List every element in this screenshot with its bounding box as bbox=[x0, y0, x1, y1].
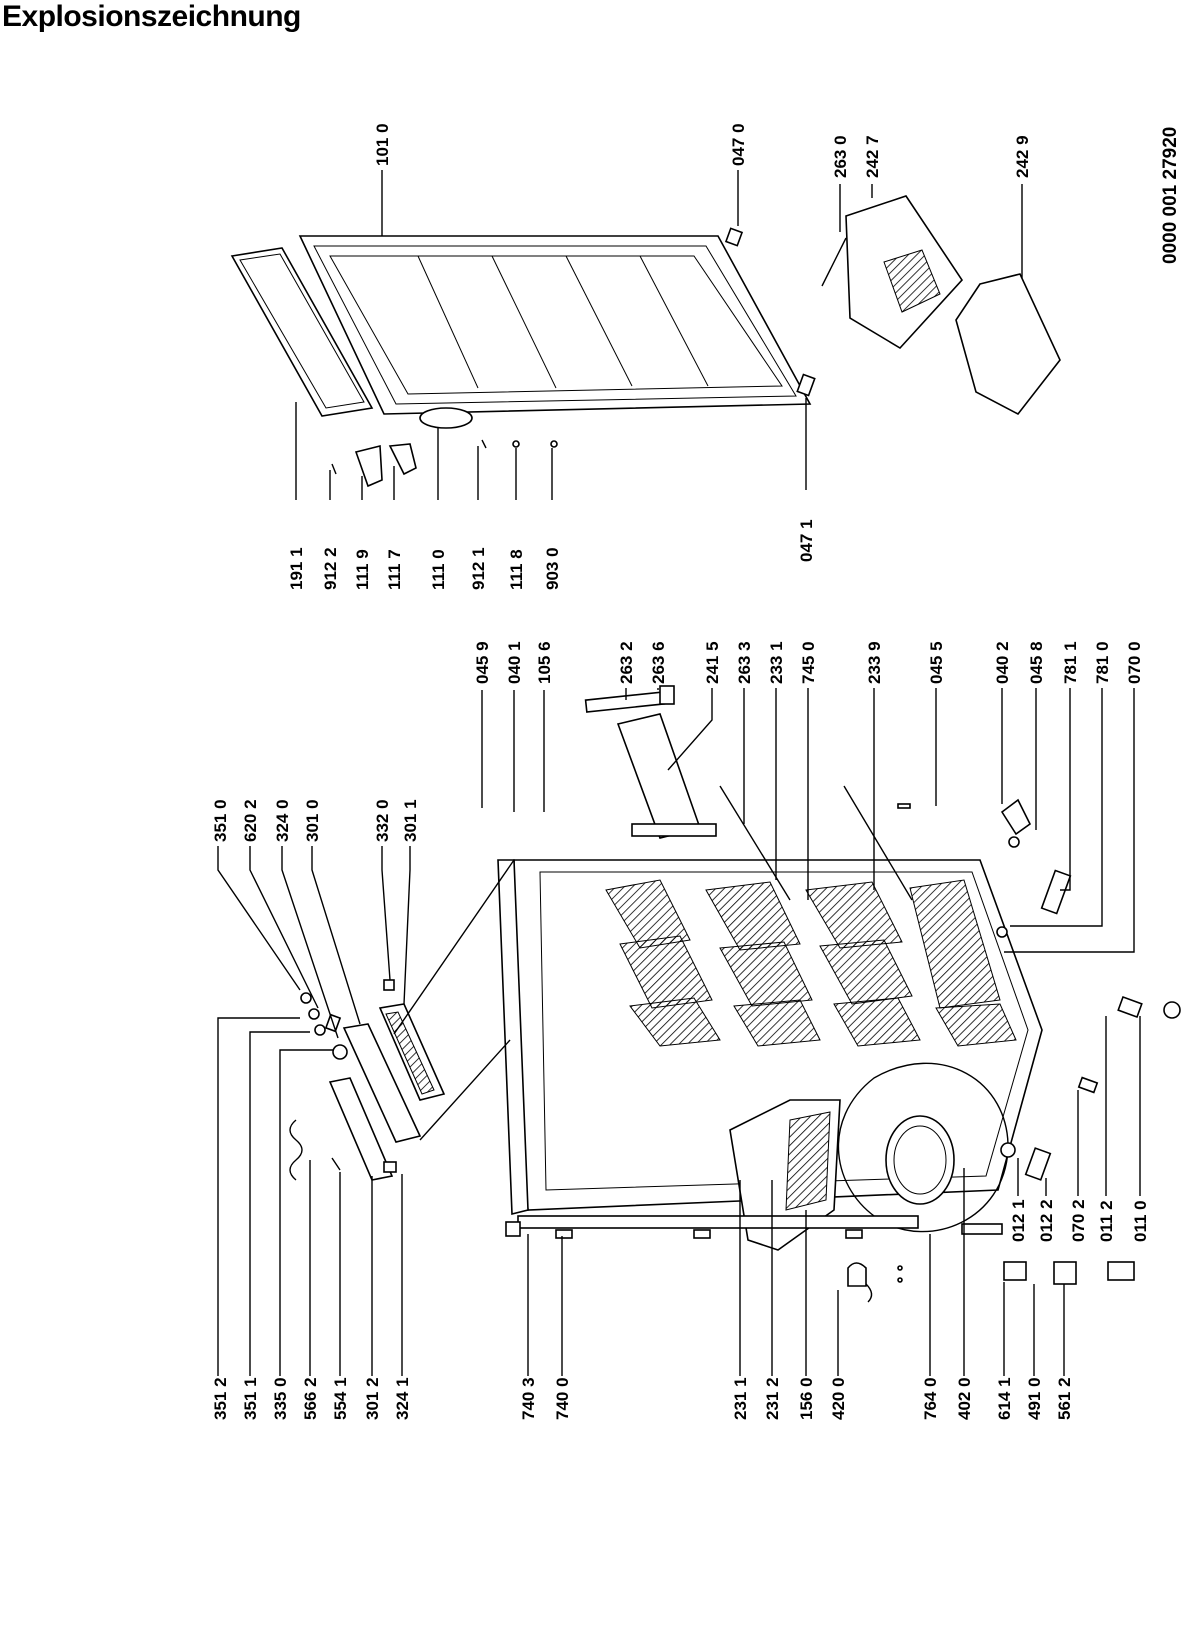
part-label: 912 2 bbox=[321, 547, 340, 590]
control-panel-cover bbox=[342, 1023, 422, 1143]
part-label: 420 0 bbox=[829, 1377, 848, 1420]
part-label: 191 1 bbox=[287, 547, 306, 590]
part-label: 263 6 bbox=[649, 641, 668, 684]
cabinet-body bbox=[497, 859, 1043, 1251]
part-label: 263 0 bbox=[831, 135, 850, 178]
bottom-small-parts bbox=[847, 1261, 1135, 1303]
part-label: 301 1 bbox=[401, 799, 420, 842]
handle-cover-left bbox=[354, 444, 383, 488]
part-label: 324 0 bbox=[273, 799, 292, 842]
part-label: 242 7 bbox=[863, 135, 882, 178]
part-label: 011 0 bbox=[1131, 1200, 1150, 1242]
part-label: 781 1 bbox=[1061, 641, 1080, 684]
part-label: 351 1 bbox=[241, 1377, 260, 1420]
part-label: 764 0 bbox=[921, 1377, 940, 1420]
part-label: 241 5 bbox=[703, 641, 722, 684]
drawing-number: 0000 001 27920 bbox=[1160, 127, 1181, 264]
part-label: 156 0 bbox=[797, 1377, 816, 1420]
part-label: 301 2 bbox=[363, 1377, 382, 1420]
part-label: 045 9 bbox=[473, 641, 492, 684]
page-title: Explosionszeichnung bbox=[2, 0, 301, 33]
compressor-compartment-outline bbox=[837, 1062, 1009, 1233]
part-label: 324 1 bbox=[393, 1377, 412, 1420]
part-label: 351 2 bbox=[211, 1377, 230, 1420]
part-label: 011 2 bbox=[1097, 1200, 1116, 1242]
part-label: 045 8 bbox=[1027, 641, 1046, 684]
part-label: 070 2 bbox=[1069, 1199, 1088, 1242]
part-label: 740 3 bbox=[519, 1377, 538, 1420]
hinge-top bbox=[724, 227, 744, 247]
evaporator-grid bbox=[605, 879, 1017, 1047]
compressor bbox=[885, 1115, 955, 1205]
control-panel-assembly bbox=[289, 859, 515, 1181]
door-panel bbox=[298, 235, 812, 415]
part-label: 231 1 bbox=[731, 1377, 750, 1420]
part-label: 740 0 bbox=[553, 1377, 572, 1420]
hinge-bottom bbox=[796, 373, 816, 397]
part-label: 111 0 bbox=[429, 549, 448, 590]
door-handle bbox=[419, 407, 473, 429]
small-parts bbox=[584, 685, 1181, 1181]
part-label: 561 2 bbox=[1055, 1377, 1074, 1420]
part-label: 263 3 bbox=[735, 641, 754, 684]
handle-cover-right bbox=[388, 443, 417, 476]
part-label: 231 2 bbox=[763, 1377, 782, 1420]
part-label: 301 0 bbox=[303, 799, 322, 842]
part-label: 045 5 bbox=[927, 641, 946, 684]
part-label: 554 1 bbox=[331, 1377, 350, 1420]
part-label: 332 0 bbox=[373, 799, 392, 842]
part-label: 105 6 bbox=[535, 641, 554, 684]
part-label: 233 9 bbox=[865, 641, 884, 684]
part-label: 012 1 bbox=[1009, 1199, 1028, 1242]
part-label: 111 9 bbox=[353, 549, 372, 590]
part-label: 781 0 bbox=[1093, 641, 1112, 684]
part-label: 903 0 bbox=[543, 547, 562, 590]
part-label: 335 0 bbox=[271, 1377, 290, 1420]
part-label: 491 0 bbox=[1025, 1377, 1044, 1420]
part-label: 070 0 bbox=[1125, 641, 1144, 684]
base-rail bbox=[517, 1215, 919, 1229]
door-gasket bbox=[230, 247, 374, 417]
part-label: 111 8 bbox=[507, 549, 526, 590]
freezer-basket-bottom bbox=[955, 273, 1061, 416]
part-labels: 351 2 351 1 335 0 566 2 554 1 301 2 324 … bbox=[211, 123, 1181, 1420]
part-label: 040 1 bbox=[505, 641, 524, 684]
part-label: 745 0 bbox=[799, 641, 818, 684]
part-label: 242 9 bbox=[1013, 135, 1032, 178]
part-label: 912 1 bbox=[469, 547, 488, 590]
part-label: 402 0 bbox=[955, 1377, 974, 1420]
part-label: 233 1 bbox=[767, 641, 786, 684]
part-label: 111 7 bbox=[385, 549, 404, 590]
part-label: 101 0 bbox=[373, 123, 392, 166]
drier bbox=[961, 1223, 1003, 1235]
part-label: 620 2 bbox=[241, 799, 260, 842]
part-label: 012 2 bbox=[1037, 1199, 1056, 1242]
part-label: 047 0 bbox=[729, 123, 748, 166]
leader-lines bbox=[217, 170, 1141, 1376]
part-label: 351 0 bbox=[211, 799, 230, 842]
part-label: 566 2 bbox=[301, 1377, 320, 1420]
part-label: 040 2 bbox=[993, 641, 1012, 684]
part-label: 614 1 bbox=[995, 1377, 1014, 1420]
part-label: 263 2 bbox=[617, 641, 636, 684]
part-label: 047 1 bbox=[797, 519, 816, 562]
door-assembly bbox=[230, 195, 1061, 488]
